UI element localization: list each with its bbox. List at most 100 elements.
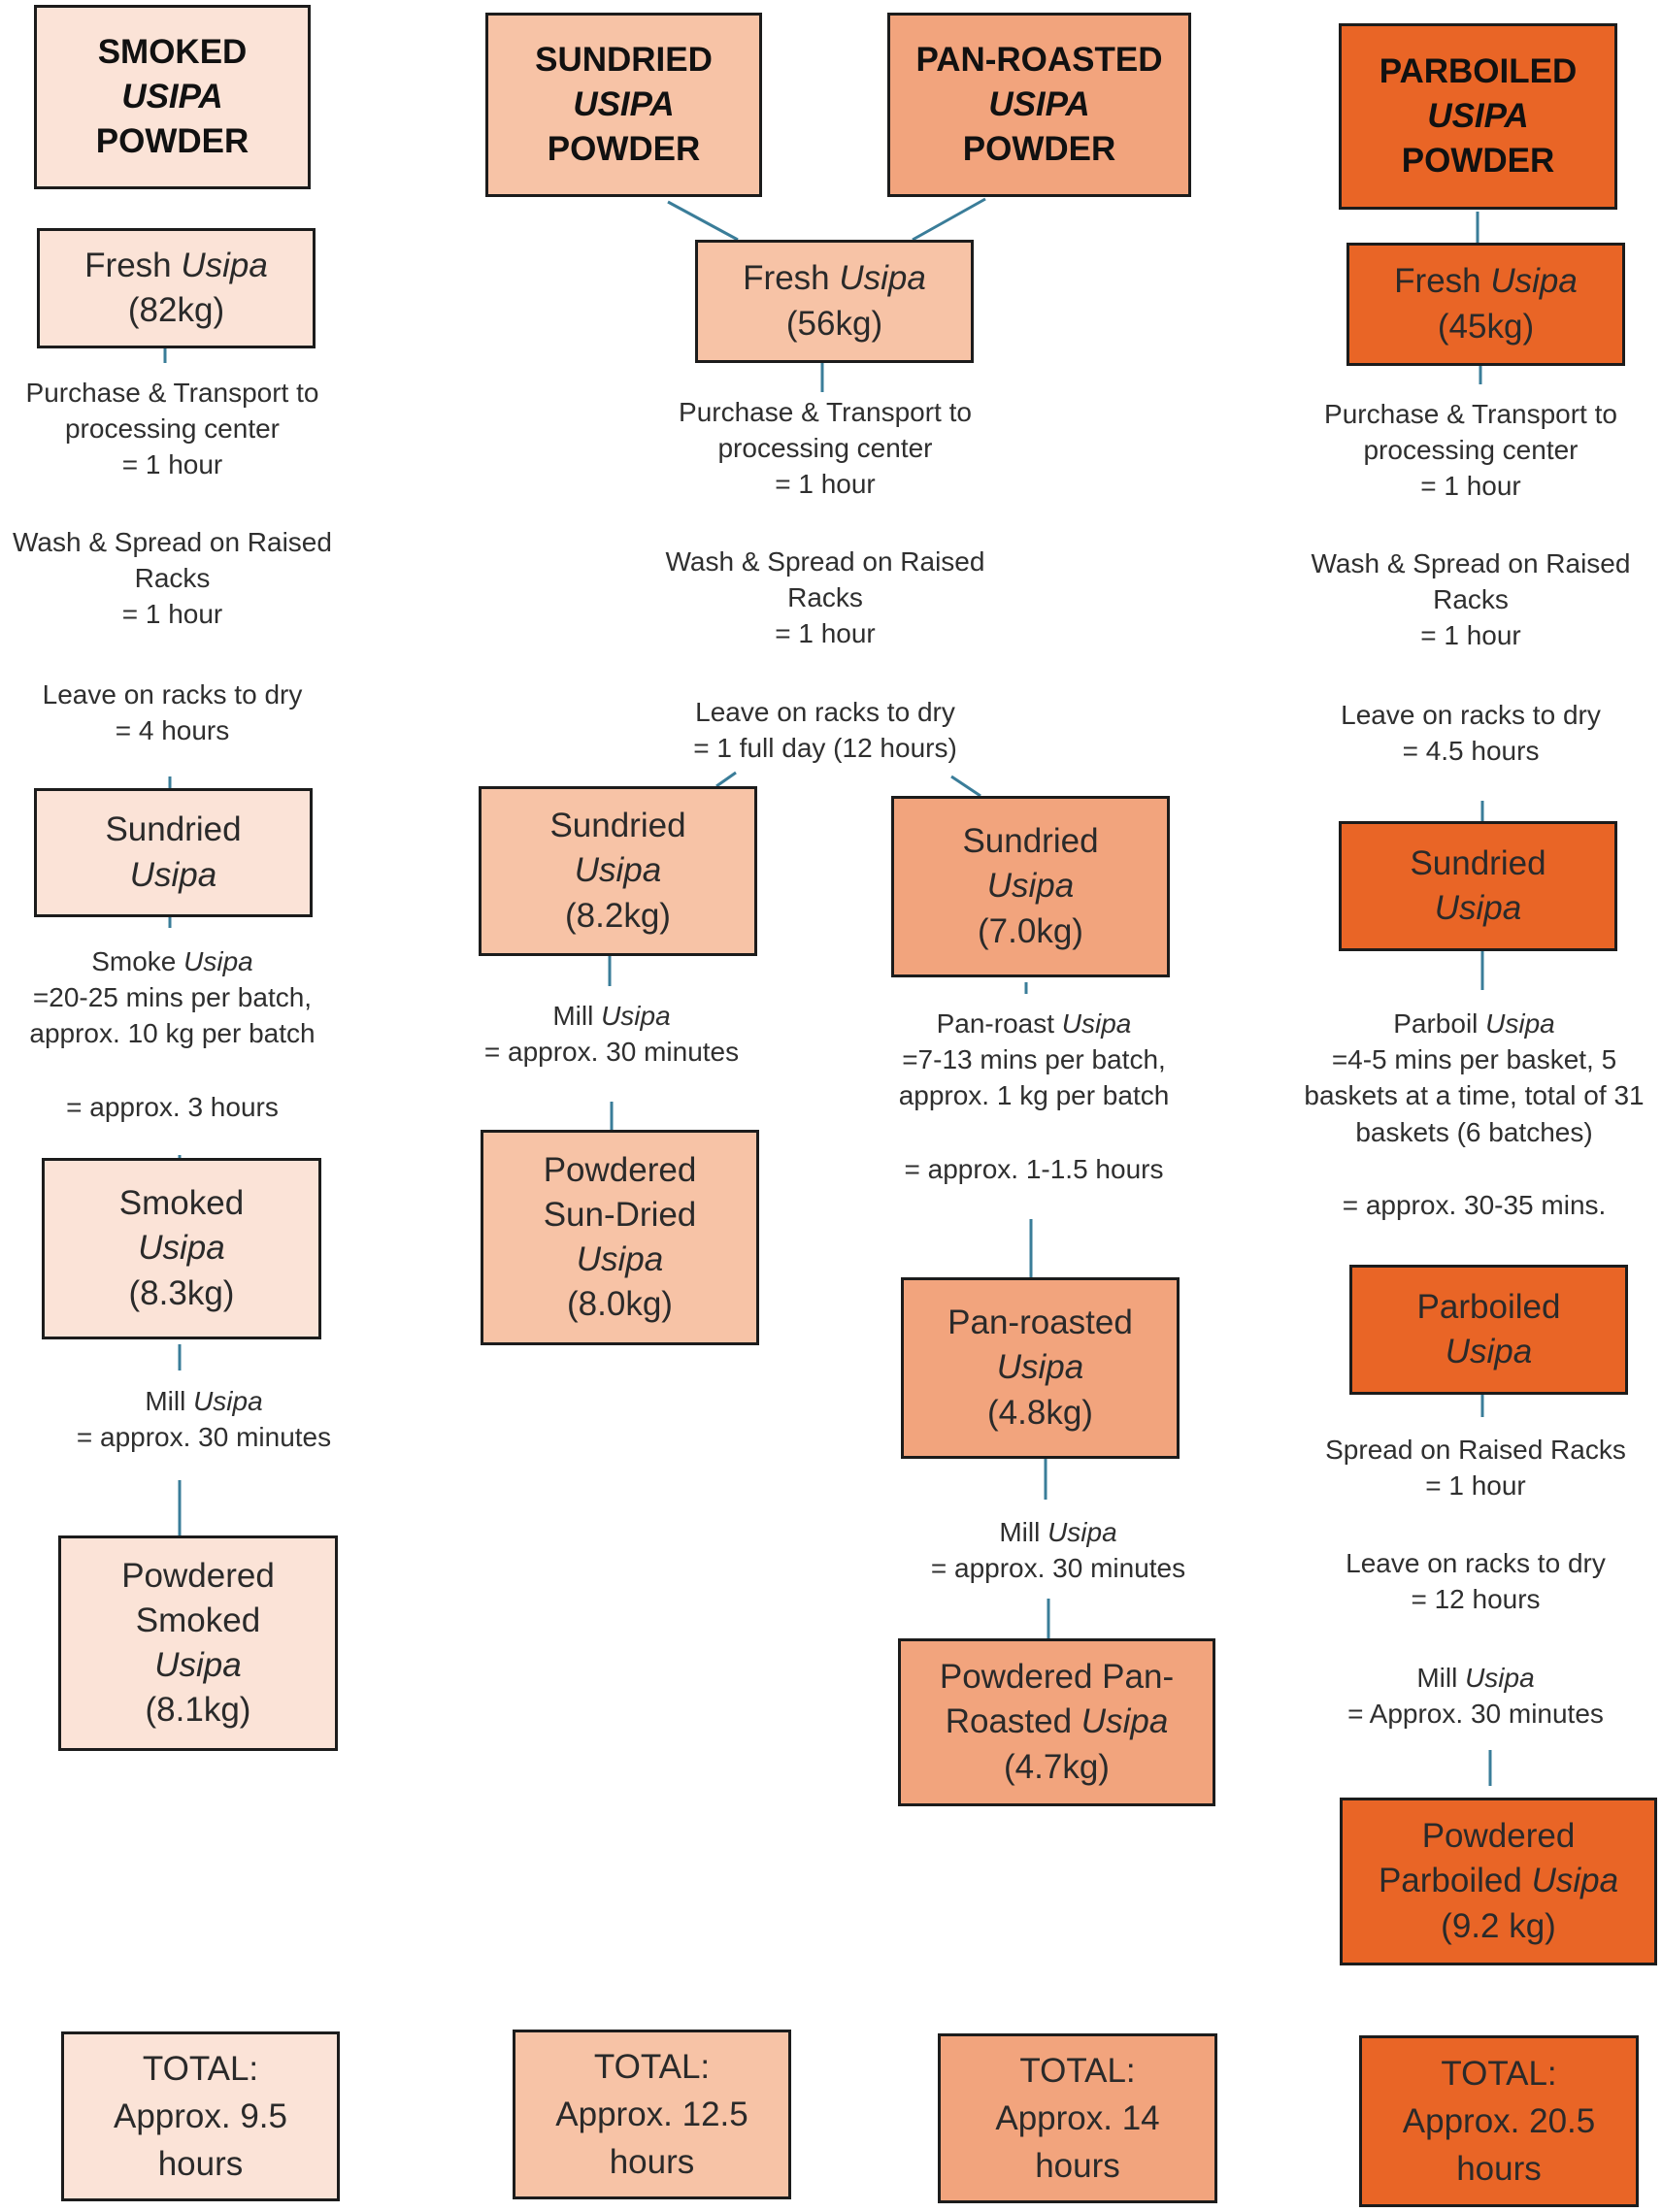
node-line: Sundried <box>105 810 242 849</box>
node-line: Fresh Usipa <box>743 259 926 298</box>
node-sundried-usipa-parboiled: Sundried Usipa <box>1339 821 1617 951</box>
header-parboiled-usipa-powder: PARBOILED USIPA POWDER <box>1339 23 1617 210</box>
node-weight: (4.7kg) <box>1004 1747 1110 1786</box>
total-label: TOTAL: <box>1019 2052 1136 2090</box>
header-line: POWDER <box>962 130 1116 169</box>
step-spread-parboiled: Spread on Raised Racks = 1 hour <box>1325 1435 1626 1502</box>
node-sundried-usipa-smoked: Sundried Usipa <box>34 788 313 917</box>
total-sundried: TOTAL: Approx. 12.5 hours <box>513 2030 791 2199</box>
header-line: PARBOILED <box>1379 51 1578 90</box>
step-mill-parboiled: Mill Usipa = Approx. 30 minutes <box>1347 1663 1604 1730</box>
node-weight: (7.0kg) <box>978 911 1083 950</box>
node-line: Roasted Usipa <box>945 1702 1169 1741</box>
node-smoked-usipa: Smoked Usipa (8.3kg) <box>42 1158 321 1339</box>
node-powdered-parboiled-usipa: Powdered Parboiled Usipa (9.2 kg) <box>1340 1798 1657 1965</box>
node-line: Powdered <box>543 1150 697 1189</box>
node-weight: (4.8kg) <box>987 1393 1093 1432</box>
total-label: TOTAL: <box>142 2050 259 2088</box>
step-dry-parboiled: Leave on racks to dry = 4.5 hours <box>1341 700 1601 767</box>
total-value: Approx. 20.5 <box>1402 2102 1596 2140</box>
node-sundried-usipa-pan-roasted: Sundried Usipa (7.0kg) <box>891 796 1170 977</box>
total-unit: hours <box>1456 2150 1542 2188</box>
header-line: USIPA <box>1427 96 1529 135</box>
node-line: Usipa <box>129 855 217 894</box>
node-line: Usipa <box>576 1240 664 1278</box>
step-wash-smoked: Wash & Spread on Raised Racks = 1 hour <box>13 527 332 630</box>
node-line: Fresh Usipa <box>84 246 268 284</box>
step-mill-pan-roasted: Mill Usipa = approx. 30 minutes <box>930 1517 1186 1584</box>
node-line: Parboiled <box>1416 1287 1561 1326</box>
step-parboil-usipa: Parboil Usipa =4-5 mins per basket, 5 ba… <box>1304 1008 1645 1220</box>
header-line: SMOKED <box>97 32 248 71</box>
node-line: Powdered <box>1421 1817 1576 1856</box>
step-wash-shared: Wash & Spread on Raised Racks = 1 hour <box>665 546 985 649</box>
node-line: Usipa <box>574 851 662 890</box>
step-transport-shared: Purchase & Transport to processing cente… <box>679 397 972 500</box>
node-weight: (9.2 kg) <box>1441 1906 1556 1945</box>
node-line: Pan-roasted <box>947 1304 1133 1342</box>
node-powdered-pan-roasted-usipa: Powdered Pan- Roasted Usipa (4.7kg) <box>898 1638 1215 1806</box>
node-pan-roasted-usipa: Pan-roasted Usipa (4.8kg) <box>901 1277 1180 1459</box>
total-value: Approx. 9.5 <box>114 2097 287 2135</box>
step-transport-smoked: Purchase & Transport to processing cente… <box>25 378 319 480</box>
node-weight: (8.2kg) <box>565 896 671 935</box>
connector <box>912 197 986 242</box>
total-unit: hours <box>609 2143 695 2181</box>
total-parboiled: TOTAL: Approx. 20.5 hours <box>1359 2035 1639 2207</box>
node-line: Smoked <box>118 1184 245 1223</box>
node-weight: (8.3kg) <box>128 1273 235 1312</box>
node-line: Usipa <box>154 1646 242 1684</box>
node-weight: (82kg) <box>127 291 225 329</box>
connector <box>667 200 739 242</box>
step-smoke-usipa: Smoke Usipa =20-25 mins per batch, appro… <box>29 946 316 1122</box>
node-powdered-sun-dried-usipa: Powdered Sun-Dried Usipa (8.0kg) <box>481 1130 759 1345</box>
node-fresh-usipa-shared: Fresh Usipa (56kg) <box>695 240 974 363</box>
connector <box>950 775 981 798</box>
total-value: Approx. 14 <box>995 2099 1160 2137</box>
node-line: Usipa <box>1434 889 1522 927</box>
header-line: USIPA <box>988 84 1090 123</box>
node-line: Powdered <box>121 1556 275 1595</box>
node-weight: (8.0kg) <box>567 1285 673 1324</box>
step-dry2-parboiled: Leave on racks to dry = 12 hours <box>1346 1548 1606 1615</box>
header-line: USIPA <box>573 84 675 123</box>
node-line: Sundried <box>962 822 1099 861</box>
total-value: Approx. 12.5 <box>555 2096 748 2133</box>
node-line: Powdered Pan- <box>939 1658 1175 1697</box>
header-line: PAN-ROASTED <box>915 40 1163 79</box>
node-sundried-usipa-sundried: Sundried Usipa (8.2kg) <box>479 786 757 956</box>
step-dry-smoked: Leave on racks to dry = 4 hours <box>42 679 303 746</box>
node-line: Usipa <box>138 1229 225 1268</box>
node-line: Usipa <box>996 1348 1084 1387</box>
node-powdered-smoked-usipa: Powdered Smoked Usipa (8.1kg) <box>58 1535 338 1751</box>
step-mill-sundried: Mill Usipa = approx. 30 minutes <box>483 1001 740 1068</box>
total-label: TOTAL: <box>1441 2055 1557 2093</box>
node-line: Usipa <box>1445 1333 1533 1370</box>
step-dry-shared: Leave on racks to dry = 1 full day (12 h… <box>693 697 957 764</box>
node-weight: (8.1kg) <box>145 1691 251 1730</box>
node-line: Usipa <box>986 867 1075 906</box>
step-transport-parboiled: Purchase & Transport to processing cente… <box>1324 399 1617 502</box>
header-pan-roasted-usipa-powder: PAN-ROASTED USIPA POWDER <box>887 13 1191 197</box>
step-wash-parboiled: Wash & Spread on Raised Racks = 1 hour <box>1311 548 1631 651</box>
header-line: POWDER <box>1401 142 1555 181</box>
total-unit: hours <box>1035 2147 1120 2185</box>
node-line: Sundried <box>1410 843 1546 882</box>
node-line: Fresh Usipa <box>1394 262 1578 301</box>
node-line: Sun-Dried <box>543 1195 697 1234</box>
node-fresh-usipa-parboiled: Fresh Usipa (45kg) <box>1346 243 1625 366</box>
node-fresh-usipa-smoked: Fresh Usipa (82kg) <box>37 228 316 348</box>
total-smoked: TOTAL: Approx. 9.5 hours <box>61 2031 340 2201</box>
step-pan-roast-usipa: Pan-roast Usipa =7-13 mins per batch, ap… <box>898 1008 1170 1184</box>
node-weight: (45kg) <box>1437 307 1535 346</box>
node-line: Smoked <box>135 1601 261 1639</box>
step-mill-smoked: Mill Usipa = approx. 30 minutes <box>76 1386 332 1453</box>
node-weight: (56kg) <box>785 304 883 343</box>
connector <box>715 771 737 788</box>
node-parboiled-usipa: Parboiled Usipa <box>1349 1265 1628 1395</box>
header-line: SUNDRIED <box>535 40 713 79</box>
header-line: POWDER <box>95 122 249 161</box>
header-sundried-usipa-powder: SUNDRIED USIPA POWDER <box>485 13 762 197</box>
